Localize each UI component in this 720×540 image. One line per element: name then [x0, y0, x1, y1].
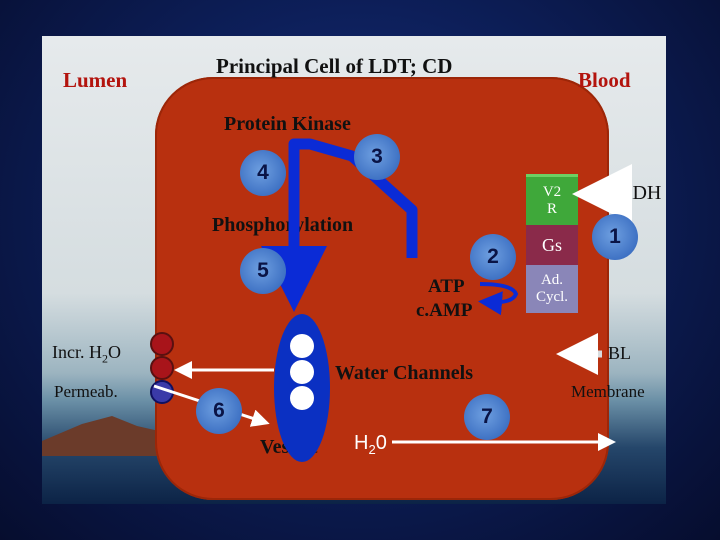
- water-channels-label: Water Channels: [335, 362, 473, 384]
- h2o-bottom-label: H20: [354, 432, 387, 457]
- step-badge-7: 7: [460, 390, 514, 444]
- water-channel: [290, 334, 314, 358]
- pathway-arrows: [153, 138, 632, 451]
- diagram-panel: Lumen Principal Cell of LDT; CD Blood Pr…: [42, 36, 666, 504]
- step-badge-3: 3: [350, 130, 404, 184]
- step-badge-4: 4: [236, 146, 290, 200]
- step-badge-6: 6: [192, 384, 246, 438]
- arrow-atp-camp: [478, 282, 519, 316]
- bl-label: BL: [608, 343, 632, 363]
- atp-label: ATP: [428, 276, 465, 297]
- gs-protein: Gs: [526, 225, 578, 265]
- incr-h2o-label: Incr. H2O: [52, 342, 121, 366]
- lumen-label: Lumen: [63, 68, 128, 92]
- membrane-pore: [150, 356, 174, 380]
- water-channel: [290, 360, 314, 384]
- v2-receptor: V2 R: [526, 174, 578, 225]
- camp-label: c.AMP: [416, 300, 473, 321]
- water-channel: [290, 386, 314, 410]
- permeab-label: Permeab.: [54, 382, 118, 401]
- step-badge-2: 2: [466, 230, 520, 284]
- step-badge-5: 5: [236, 244, 290, 298]
- adenylyl-cyclase: Ad. Cycl.: [526, 265, 578, 313]
- phosphorylation-label: Phosphorylation: [212, 214, 354, 236]
- protein-kinase-label: Protein Kinase: [224, 113, 351, 135]
- arrow-kinase-path: [261, 138, 418, 312]
- step-badge-1: 1: [588, 210, 642, 264]
- membrane-pore: [150, 332, 174, 356]
- vesicle: [274, 314, 330, 462]
- blood-label: Blood: [578, 68, 631, 92]
- page-title: Principal Cell of LDT; CD: [216, 54, 453, 78]
- membrane-label: Membrane: [571, 382, 645, 401]
